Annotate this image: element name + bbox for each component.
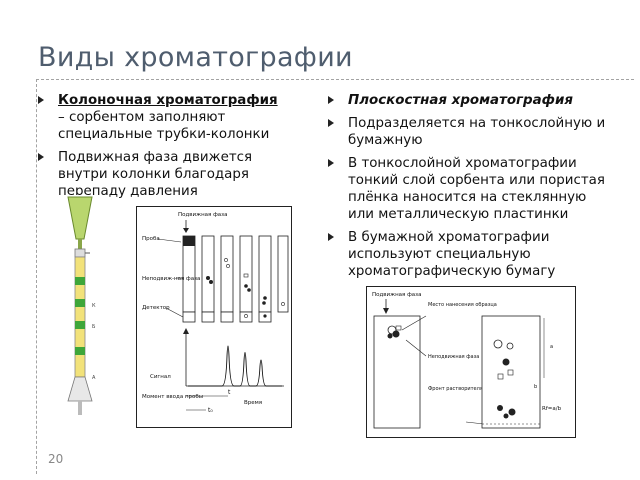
column-chromatography-diagram: Подвижная фаза Проба Неподвиж-ная фаза Д… (136, 206, 292, 428)
label-t0: t₀ (208, 407, 213, 414)
title-divider (36, 79, 634, 80)
label-b: b (534, 384, 537, 390)
label-injection-moment: Момент ввода пробы (142, 394, 203, 400)
bullet-arrow-icon (328, 159, 334, 167)
bullet-text: – сорбентом заполняют специальные трубки… (58, 110, 270, 142)
label-sample-spot: Место нанесения образца (428, 302, 497, 308)
bullet-text: Подразделяется на тонкослойную и бумажну… (348, 116, 606, 148)
bullet-subdivision: Подразделяется на тонкослойную и бумажну… (326, 115, 610, 149)
column-series (182, 235, 289, 323)
left-divider (36, 79, 37, 474)
bullet-planar-chromatography: Плоскостная хроматография (326, 92, 610, 109)
bullet-arrow-icon (328, 119, 334, 127)
label-mobile-phase: Подвижная фаза (178, 212, 227, 218)
label-a: а (550, 344, 553, 350)
bullet-arrow-icon (328, 96, 334, 104)
column-mark-k: К (92, 303, 96, 309)
bullet-text: В тонкослойной хроматографии тонкий слой… (348, 156, 605, 222)
label-detector: Детектор (142, 305, 170, 311)
bullet-text: Подвижная фаза движется внутри колонки б… (58, 150, 253, 199)
left-text-column: Колоночная хроматография – сорбентом зап… (36, 92, 284, 206)
bullet-arrow-icon (328, 233, 334, 241)
right-text-column: Плоскостная хроматография Подразделяется… (326, 92, 610, 286)
bullet-heading: Плоскостная хроматография (348, 93, 573, 108)
bullet-paper: В бумажной хроматографии используют спец… (326, 229, 610, 280)
column-mark-b: Б (92, 324, 96, 330)
column-tube-illustration: К Б А (62, 195, 102, 423)
planar-chromatography-diagram: Подвижная фаза Место нанесения образца Н… (366, 286, 576, 438)
label-signal: Сигнал (150, 374, 171, 380)
bullet-arrow-icon (38, 96, 44, 104)
bullet-arrow-icon (38, 153, 44, 161)
bullet-heading: Колоночная хроматография (58, 93, 278, 108)
bullet-thin-layer: В тонкослойной хроматографии тонкий слой… (326, 155, 610, 223)
label-stationary-phase: Неподвижная фаза (428, 354, 479, 360)
slide-title: Виды хроматографии (38, 42, 353, 73)
label-time: Время (244, 400, 262, 406)
detector-signal-plot (183, 328, 284, 387)
label-mobile-phase: Подвижная фаза (372, 292, 421, 298)
column-mark-a: А (92, 375, 96, 381)
label-stationary-phase: Неподвиж-ная фаза (142, 276, 200, 282)
page-number: 20 (48, 452, 64, 466)
bullet-text: В бумажной хроматографии используют спец… (348, 230, 556, 279)
bullet-column-chromatography: Колоночная хроматография – сорбентом зап… (36, 92, 284, 143)
label-t: t (228, 389, 231, 396)
label-rf-formula: Rf=a/b (542, 406, 562, 412)
label-sample: Проба (142, 236, 160, 242)
bullet-mobile-phase: Подвижная фаза движется внутри колонки б… (36, 149, 284, 200)
